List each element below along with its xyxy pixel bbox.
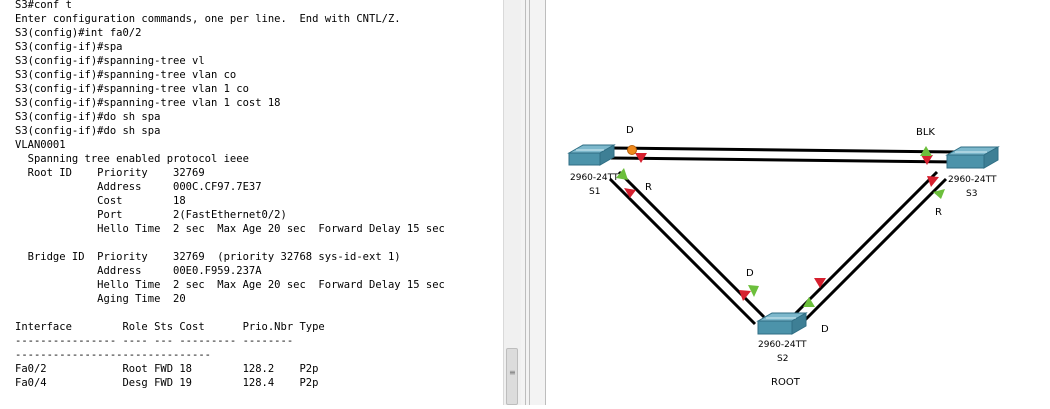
terminal-line: S3(config-if)#spanning-tree vlan 1 co xyxy=(15,83,249,95)
link-s1-s3-a xyxy=(610,146,957,154)
terminal-line: Address 000C.CF97.7E37 xyxy=(15,181,262,193)
link-s1-s3-b xyxy=(610,156,957,164)
s2-model-label: 2960-24TT xyxy=(758,340,807,350)
s1-designated-port-label: D xyxy=(626,125,634,136)
terminal-line: ------------------------------- xyxy=(15,349,211,361)
link-down-indicator xyxy=(921,155,933,165)
s2-designated-port-label-left: D xyxy=(746,268,754,279)
link-s1-s2-a xyxy=(617,170,766,319)
root-bridge-label: ROOT xyxy=(771,377,801,388)
terminal-line: Cost 18 xyxy=(15,195,186,207)
link-down-indicator xyxy=(635,153,647,163)
terminal-line: Fa0/4 Desg FWD 19 128.4 P2p xyxy=(15,377,319,389)
terminal-line: Aging Time 20 xyxy=(15,293,186,305)
splitter-line xyxy=(529,0,530,405)
scrollbar-thumb[interactable]: ≡ xyxy=(506,348,518,405)
switch-s3[interactable] xyxy=(945,146,1000,169)
terminal-line: Hello Time 2 sec Max Age 20 sec Forward … xyxy=(15,223,445,235)
terminal-line xyxy=(15,306,445,320)
terminal-line: Address 00E0.F959.237A xyxy=(15,265,262,277)
topology-canvas: 2960-24TT S1 2960-24TT S3 2960-24TT S2 D… xyxy=(567,125,1000,388)
topology-workspace[interactable]: 2960-24TT S1 2960-24TT S3 2960-24TT S2 D… xyxy=(545,0,1050,405)
switch-s2[interactable] xyxy=(756,312,808,335)
s2-name-label: S2 xyxy=(777,354,788,364)
terminal-line: ---------------- ---- --- --------- ----… xyxy=(15,335,294,347)
splitter-line xyxy=(525,0,526,405)
terminal-line: Fa0/2 Root FWD 18 128.2 P2p xyxy=(15,363,319,375)
switch-s1[interactable] xyxy=(567,144,616,166)
link-down-indicator xyxy=(624,188,636,198)
terminal-line: Enter configuration commands, one per li… xyxy=(15,13,401,25)
link-s3-s2-a xyxy=(790,170,939,319)
link-s1-s2-b xyxy=(608,177,757,326)
link-up-indicator xyxy=(748,285,759,297)
link-up-indicator xyxy=(933,189,945,199)
terminal-line: Root ID Priority 32769 xyxy=(15,167,205,179)
link-up-indicator xyxy=(920,146,932,156)
terminal-line: VLAN0001 xyxy=(15,139,66,151)
network-links xyxy=(608,146,957,326)
blocking-port-indicator xyxy=(627,145,637,155)
switch-front-face xyxy=(946,154,985,169)
terminal-line: S3(config-if)#do sh spa xyxy=(15,111,161,123)
cli-terminal[interactable]: S3#conf t Enter configuration commands, o… xyxy=(0,0,504,405)
scrollbar-grip-icon: ≡ xyxy=(509,368,516,377)
terminal-line: S3(config)#int fa0/2 xyxy=(15,27,142,39)
terminal-output: S3#conf t Enter configuration commands, o… xyxy=(15,0,445,390)
link-up-indicator xyxy=(616,168,628,180)
terminal-line: Bridge ID Priority 32769 (priority 32768… xyxy=(15,251,401,263)
s1-model-label: 2960-24TT xyxy=(570,173,619,183)
link-down-indicator xyxy=(927,176,939,187)
link-up-indicator xyxy=(803,297,815,307)
terminal-line: S3#conf t xyxy=(15,0,72,11)
s1-root-port-label: R xyxy=(645,182,652,193)
terminal-line: S3(config-if)#spanning-tree vlan co xyxy=(15,69,237,81)
terminal-line: S3(config-if)#spa xyxy=(15,41,123,53)
switch-front-face xyxy=(568,152,601,166)
s3-root-port-label: R xyxy=(935,207,942,218)
terminal-line: S3(config-if)#do sh spa xyxy=(15,125,161,137)
terminal-line: Port 2(FastEthernet0/2) xyxy=(15,209,287,221)
s3-blocking-port-label: BLK xyxy=(916,127,935,138)
s3-name-label: S3 xyxy=(966,189,977,199)
switch-front-face xyxy=(757,320,793,335)
s1-name-label: S1 xyxy=(589,187,600,197)
s3-model-label: 2960-24TT xyxy=(948,175,997,185)
terminal-line: S3(config-if)#spanning-tree vl xyxy=(15,55,205,67)
link-down-indicator xyxy=(814,278,826,288)
pane-splitter[interactable] xyxy=(521,0,545,405)
terminal-line: Spanning tree enabled protocol ieee xyxy=(15,153,249,165)
terminal-scrollbar[interactable]: ≡ xyxy=(503,0,521,405)
link-s3-s2-b xyxy=(799,177,948,326)
terminal-line: Interface Role Sts Cost Prio.Nbr Type xyxy=(15,321,325,333)
terminal-line: Hello Time 2 sec Max Age 20 sec Forward … xyxy=(15,279,445,291)
s2-designated-port-label-right: D xyxy=(821,324,829,335)
terminal-line xyxy=(15,236,445,250)
terminal-line: S3(config-if)#spanning-tree vlan 1 cost … xyxy=(15,97,281,109)
link-down-indicator xyxy=(739,290,751,301)
